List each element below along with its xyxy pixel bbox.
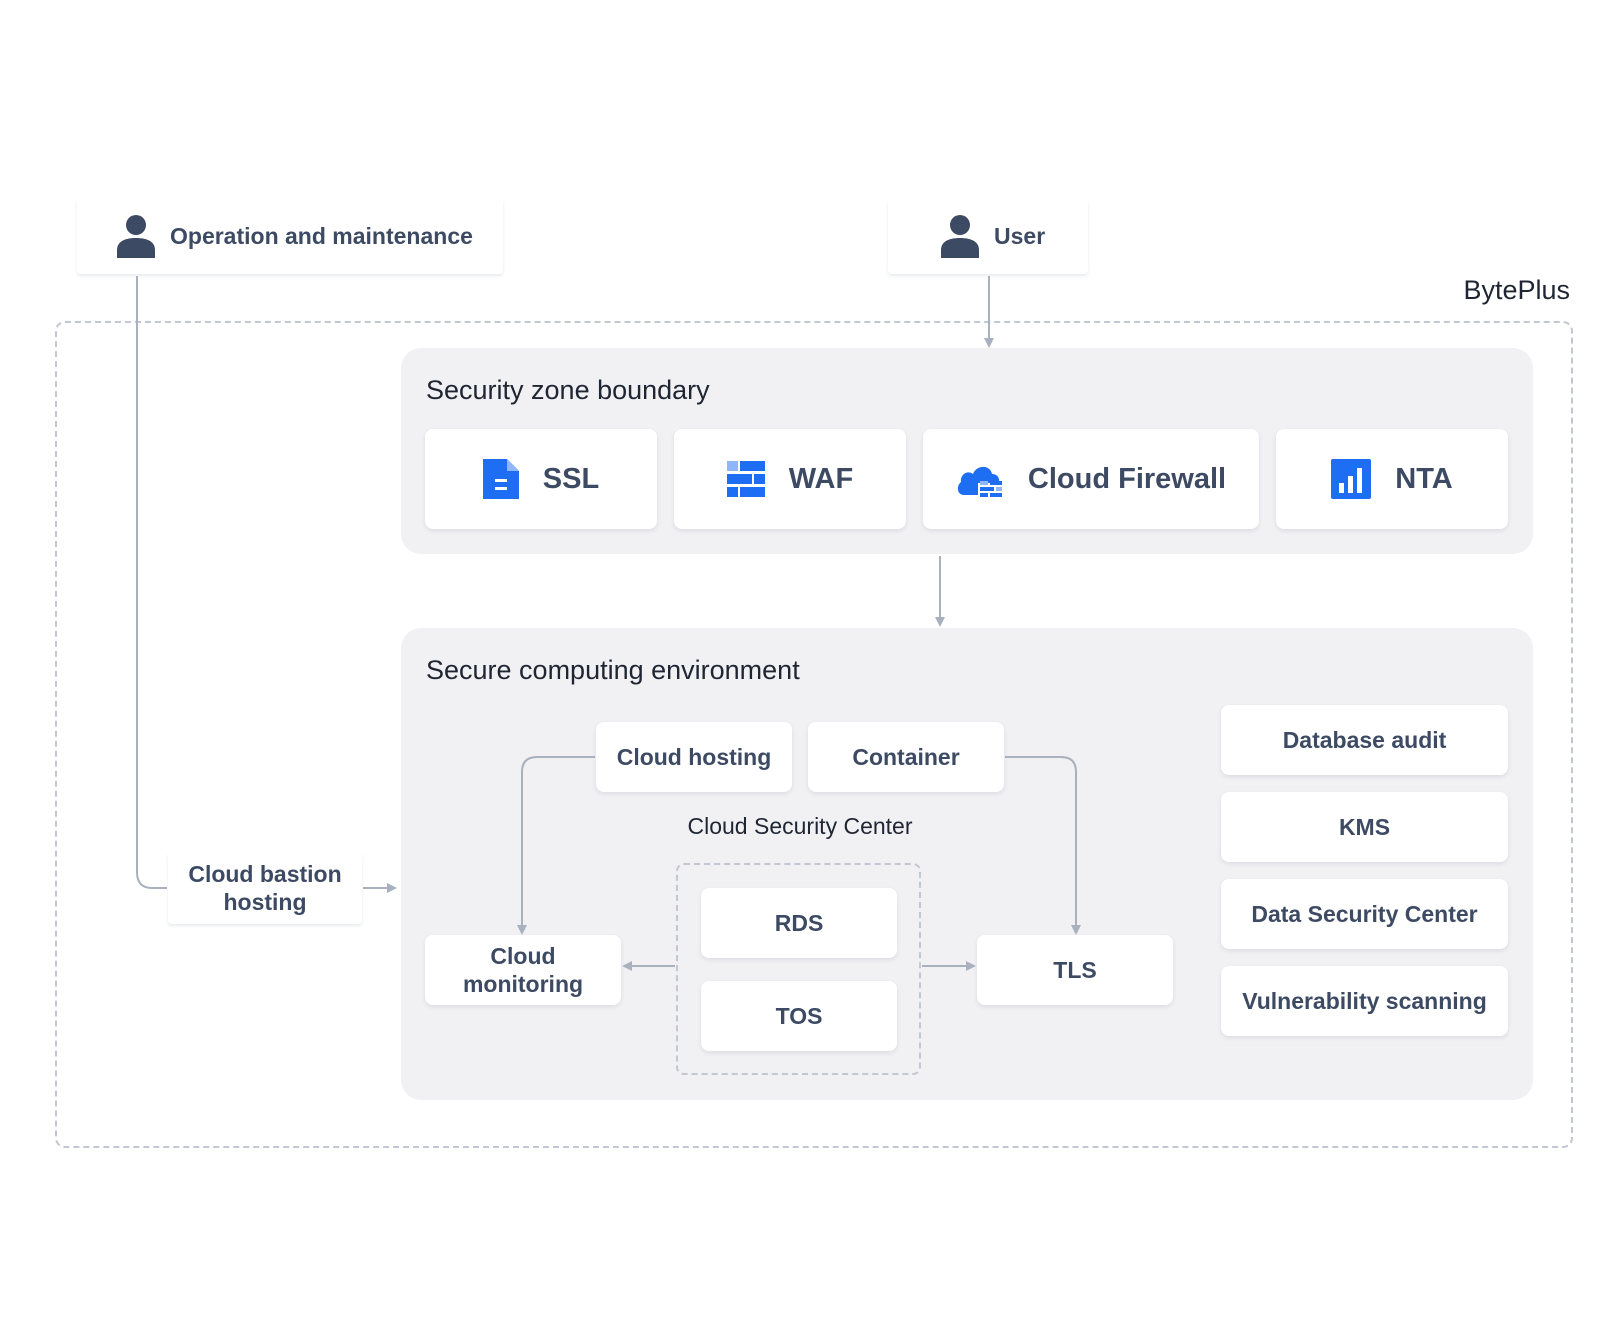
service-cloud-firewall-label: Cloud Firewall <box>1027 462 1227 495</box>
bar-chart-icon <box>1331 459 1372 499</box>
service-nta-label: NTA <box>1395 462 1453 495</box>
side-item-data-security-center[interactable]: Data Security Center <box>1221 879 1508 949</box>
bastion-line1: Cloud bastion <box>188 861 342 887</box>
rds-card[interactable]: RDS <box>701 888 897 958</box>
actor-user: User <box>888 198 1088 274</box>
service-waf-label: WAF <box>788 462 854 495</box>
byteplus-label: BytePlus <box>1463 275 1570 305</box>
cloud-monitoring-line1: Cloud <box>490 943 556 969</box>
tos-card[interactable]: TOS <box>701 981 897 1051</box>
cloud-monitoring-line2: monitoring <box>462 971 584 997</box>
actor-ops-label: Operation and maintenance <box>170 222 473 249</box>
cloud-hosting-card[interactable]: Cloud hosting <box>596 722 792 792</box>
document-icon <box>482 459 519 499</box>
person-icon <box>117 215 155 258</box>
secure-env-title: Secure computing environment <box>426 655 800 685</box>
firewall-brick-icon <box>726 461 765 497</box>
service-card-ssl[interactable]: SSL <box>425 429 657 529</box>
cloud-security-center-label: Cloud Security Center <box>687 813 913 839</box>
service-ssl-label: SSL <box>542 462 600 495</box>
person-icon <box>941 215 979 258</box>
cloud-bastion-hosting[interactable]: Cloud bastion hosting <box>168 852 362 924</box>
cloud-monitoring-card[interactable]: Cloud monitoring <box>425 935 621 1005</box>
actor-user-label: User <box>994 222 1046 249</box>
service-card-cloud-firewall[interactable]: Cloud Firewall <box>923 429 1259 529</box>
byteplus-boundary <box>55 321 1573 1148</box>
cloud-firewall-icon <box>957 466 1002 497</box>
service-card-nta[interactable]: NTA <box>1276 429 1508 529</box>
tls-card[interactable]: TLS <box>977 935 1173 1005</box>
container-card[interactable]: Container <box>808 722 1004 792</box>
bastion-line2: hosting <box>223 889 307 915</box>
side-item-kms[interactable]: KMS <box>1221 792 1508 862</box>
cloud-security-center-group <box>676 863 921 1075</box>
security-zone-title: Security zone boundary <box>426 375 710 405</box>
actor-operation-maintenance: Operation and maintenance <box>77 198 503 274</box>
side-item-database-audit[interactable]: Database audit <box>1221 705 1508 775</box>
service-card-waf[interactable]: WAF <box>674 429 906 529</box>
side-item-vulnerability-scanning[interactable]: Vulnerability scanning <box>1221 966 1508 1036</box>
